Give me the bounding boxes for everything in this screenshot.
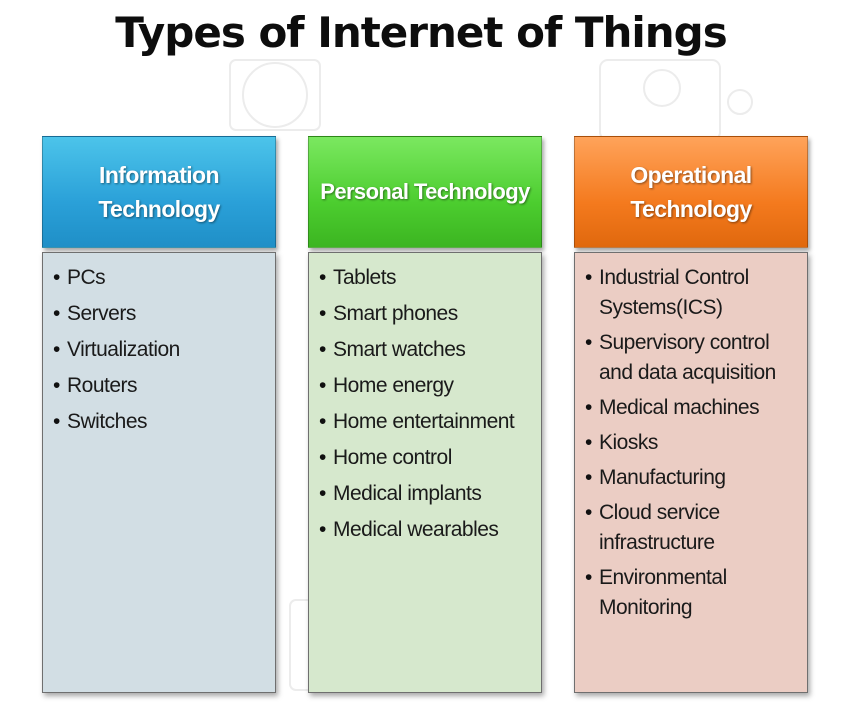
column-heading-line: Information: [99, 162, 219, 188]
column-heading-line: Operational: [630, 162, 752, 188]
list-item: Tablets: [319, 263, 533, 293]
faint-rect-shape: [599, 59, 721, 141]
list-item: Smart watches: [319, 335, 533, 365]
item-list: Industrial Control Systems(ICS) Supervis…: [585, 263, 799, 623]
list-item: Home entertainment: [319, 407, 533, 437]
faint-circle-shape: [242, 62, 308, 128]
list-item: Servers: [53, 299, 267, 329]
list-item: Medical wearables: [319, 515, 533, 545]
list-item: PCs: [53, 263, 267, 293]
column-header: Information Technology: [42, 136, 276, 248]
column-body: Tablets Smart phones Smart watches Home …: [308, 252, 542, 693]
column-body: PCs Servers Virtualization Routers Switc…: [42, 252, 276, 693]
personal-technology-column: Personal Technology Tablets Smart phones…: [308, 136, 542, 693]
faint-rect-shape: [229, 59, 321, 131]
column-header: Operational Technology: [574, 136, 808, 248]
list-item: Kiosks: [585, 428, 799, 458]
list-item: Home energy: [319, 371, 533, 401]
list-item: Cloud service infrastructure: [585, 498, 799, 558]
list-item: Smart phones: [319, 299, 533, 329]
list-item: Home control: [319, 443, 533, 473]
column-heading-line: Technology: [98, 196, 220, 222]
column-heading-line: Technology: [630, 196, 752, 222]
list-item: Routers: [53, 371, 267, 401]
item-list: PCs Servers Virtualization Routers Switc…: [53, 263, 267, 437]
list-item: Environmental Monitoring: [585, 563, 799, 623]
list-item: Industrial Control Systems(ICS): [585, 263, 799, 323]
page-title: Types of Internet of Things: [115, 8, 728, 57]
information-technology-column: Information Technology PCs Servers Virtu…: [42, 136, 276, 693]
faint-ring-shape: [643, 69, 681, 107]
list-item: Manufacturing: [585, 463, 799, 493]
list-item: Medical implants: [319, 479, 533, 509]
faint-ring-shape: [727, 89, 753, 115]
list-item: Switches: [53, 407, 267, 437]
list-item: Medical machines: [585, 393, 799, 423]
column-body: Industrial Control Systems(ICS) Supervis…: [574, 252, 808, 693]
list-item: Supervisory control and data acquisition: [585, 328, 799, 388]
item-list: Tablets Smart phones Smart watches Home …: [319, 263, 533, 545]
column-heading-line: Personal Technology: [320, 179, 530, 204]
operational-technology-column: Operational Technology Industrial Contro…: [574, 136, 808, 693]
list-item: Virtualization: [53, 335, 267, 365]
column-header: Personal Technology: [308, 136, 542, 248]
